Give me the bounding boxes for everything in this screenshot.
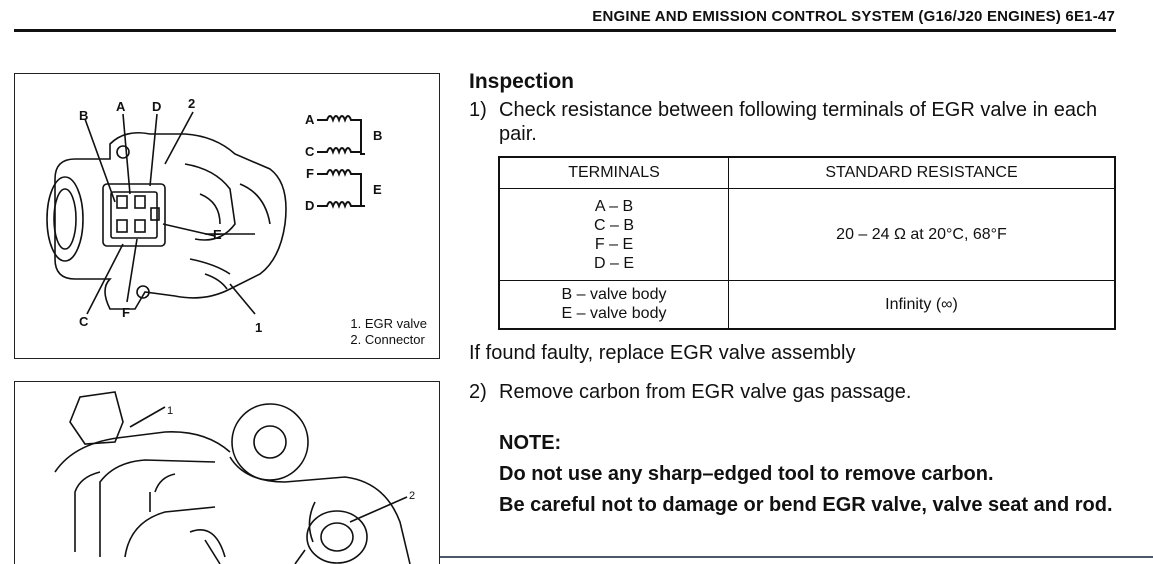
svg-text:D: D (152, 99, 161, 114)
terminals-cell: B – valve body E – valve body (498, 280, 729, 329)
resistance-cell: Infinity (∞) (728, 280, 1116, 329)
terminals-cell: A – B C – B F – E D – E (498, 188, 729, 281)
terminal-pair: B – valve body (561, 286, 667, 304)
terminal-pair: F – E (594, 235, 634, 253)
svg-text:1: 1 (167, 405, 173, 417)
note-line: Be careful not to damage or bend EGR val… (499, 494, 1113, 516)
resistance-cell: 20 – 24 Ω at 20°C, 68°F (728, 188, 1116, 281)
table-header-row: TERMINALS STANDARD RESISTANCE (498, 156, 1116, 189)
page-header: ENGINE AND EMISSION CONTROL SYSTEM (G16/… (0, 0, 1153, 40)
caption-egr-valve: 1. EGR valve (350, 316, 427, 331)
svg-text:1: 1 (255, 320, 262, 335)
egr-valve-connector-drawing: B A D 2 E C F 1 A C B F D E (46, 96, 382, 335)
faulty-instruction: If found faulty, replace EGR valve assem… (469, 342, 856, 364)
svg-text:2: 2 (409, 490, 415, 502)
svg-text:A: A (116, 99, 126, 114)
step-1-text: Check resistance between following termi… (499, 99, 1098, 145)
bottom-rule (440, 556, 1153, 558)
terminal-pair: C – B (593, 216, 634, 234)
header-title: ENGINE AND EMISSION CONTROL SYSTEM (G16/… (592, 8, 1115, 25)
svg-text:B: B (373, 128, 382, 143)
section-heading: Inspection (469, 70, 575, 93)
egr-valve-connector-figure: B A D 2 E C F 1 A C B F D E 1. EGR valve… (14, 73, 440, 359)
header-terminals: TERMINALS (498, 156, 729, 189)
resistance-table: TERMINALS STANDARD RESISTANCE A – B C – … (498, 156, 1116, 330)
note-title: NOTE: (499, 432, 562, 454)
header-standard-resistance: STANDARD RESISTANCE (728, 156, 1116, 189)
svg-text:D: D (305, 198, 314, 213)
terminal-pair: A – B (594, 197, 634, 215)
egr-valve-passage-drawing: 1 2 (54, 391, 415, 564)
step-2-number: 2) (469, 381, 487, 403)
svg-text:A: A (305, 112, 315, 127)
svg-text:F: F (306, 166, 314, 181)
header-rule (14, 29, 1116, 32)
table-row: A – B C – B F – E D – E 20 – 24 Ω at 20°… (498, 188, 1116, 281)
terminal-pair: D – E (593, 254, 634, 272)
note-block: NOTE: Do not use any sharp–edged tool to… (499, 428, 1129, 521)
step-2-text: Remove carbon from EGR valve gas passage… (499, 381, 912, 403)
figure-caption: 1. EGR valve 2. Connector (350, 316, 427, 348)
svg-text:E: E (213, 227, 222, 242)
svg-text:C: C (79, 314, 89, 329)
svg-text:E: E (373, 182, 382, 197)
svg-text:F: F (122, 305, 130, 320)
step-1-number: 1) (469, 99, 487, 121)
caption-connector: 2. Connector (350, 332, 425, 347)
terminal-pair: E – valve body (561, 305, 667, 323)
svg-text:2: 2 (188, 96, 195, 111)
egr-valve-passage-figure: 1 2 (14, 381, 440, 564)
svg-text:B: B (79, 108, 88, 123)
svg-text:C: C (305, 144, 315, 159)
table-row: B – valve body E – valve body Infinity (… (498, 280, 1116, 329)
note-line: Do not use any sharp–edged tool to remov… (499, 463, 994, 485)
